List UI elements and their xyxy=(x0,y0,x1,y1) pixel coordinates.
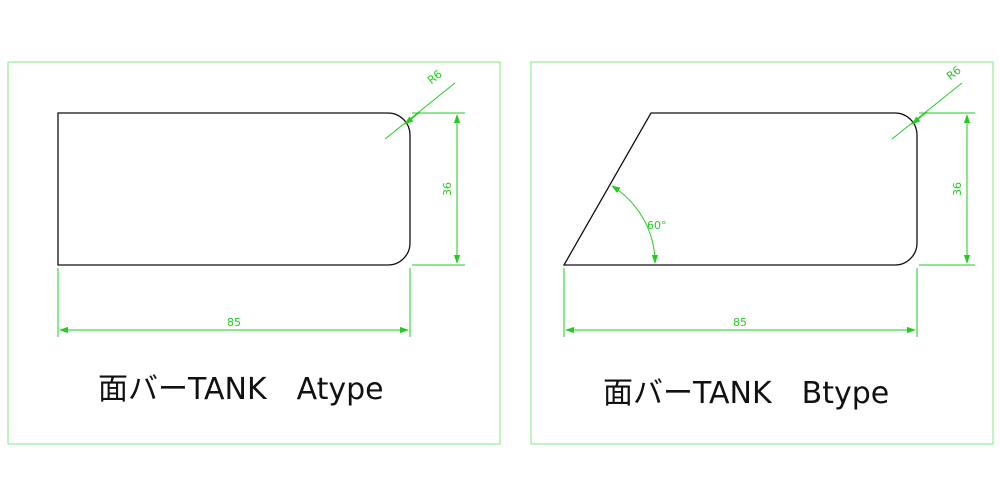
angle-arc-b xyxy=(611,185,659,264)
panel-b: 60° R6 36 85 面バーTANK Btype xyxy=(530,61,994,445)
caption-a: 面バーTANK Atype xyxy=(98,372,384,407)
radius-leader-b xyxy=(891,82,963,140)
radius-arrow-b xyxy=(911,111,928,125)
height-dimension-a: 36 xyxy=(412,112,465,266)
angle-dimension-b: 60° xyxy=(611,185,667,264)
radius-leader-a xyxy=(384,82,456,140)
radius-arrow-a xyxy=(404,111,421,125)
angle-label-b: 60° xyxy=(647,219,667,232)
radius-dimension-b: R6 xyxy=(891,64,964,140)
panel-a-frame xyxy=(7,61,501,445)
height-label-b: 36 xyxy=(951,182,964,196)
radius-label-a: R6 xyxy=(425,68,445,87)
width-dimension-b: 85 xyxy=(563,268,918,337)
width-label-a: 85 xyxy=(227,316,241,329)
height-label-a: 36 xyxy=(441,182,454,196)
height-dimension-b: 36 xyxy=(919,112,975,266)
caption-b: 面バーTANK Btype xyxy=(603,376,889,411)
width-dimension-a: 85 xyxy=(57,268,411,337)
tank-b-outline xyxy=(562,112,918,266)
radius-dimension-a: R6 xyxy=(384,68,456,140)
panel-b-frame xyxy=(530,61,994,445)
radius-label-b: R6 xyxy=(944,64,964,83)
panel-a: R6 36 85 面バーTANK Atype xyxy=(7,61,501,445)
tank-a-outline xyxy=(57,112,411,266)
width-label-b: 85 xyxy=(733,316,747,329)
